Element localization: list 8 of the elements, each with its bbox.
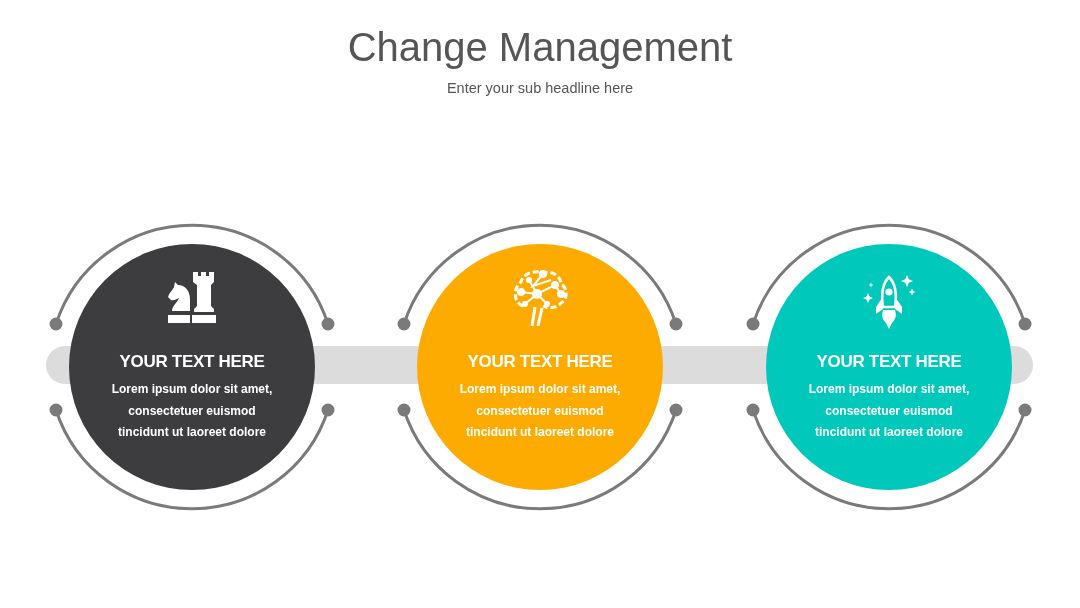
subtitle: Enter your sub headline here xyxy=(446,79,634,97)
step-description: Lorem ipsum dolor sit amet, consectetuer euismod tincidunt ut laoreet dolore xyxy=(458,381,622,441)
step-heading: YOUR TEXT HERE xyxy=(467,351,613,373)
step-description: Lorem ipsum dolor sit amet, consectetuer euismod tincidunt ut laoreet dolore xyxy=(807,381,971,441)
step-description: Lorem ipsum dolor sit amet, consectetuer euismod tincidunt ut laoreet dolore xyxy=(110,381,274,441)
step-heading: YOUR TEXT HERE xyxy=(816,351,962,373)
step-heading: YOUR TEXT HERE xyxy=(119,351,265,373)
title: Change Management xyxy=(347,24,733,70)
